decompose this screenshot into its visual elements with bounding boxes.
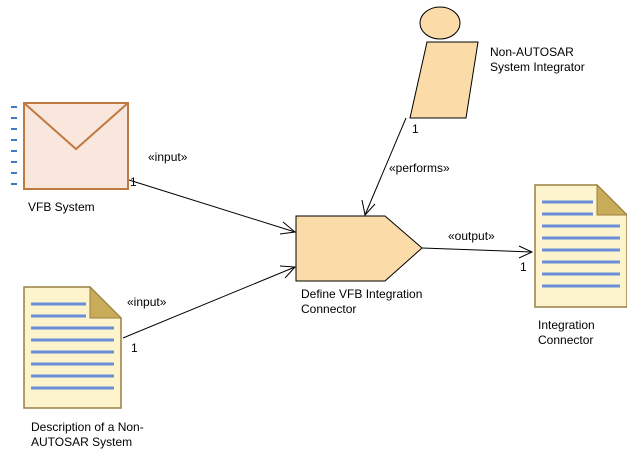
- edge-output-stereotype: «output»: [448, 229, 495, 243]
- edge-output: «output» 1: [421, 229, 534, 274]
- edge-output-line: [421, 247, 533, 253]
- edge-input-desc-arrowhead: [279, 265, 297, 279]
- edge-performs-arrowhead: [361, 199, 376, 217]
- integration-connector-label-line2: Connector: [538, 333, 593, 347]
- edge-input-desc-line: [122, 266, 296, 339]
- edge-input-vfb-line: [128, 179, 296, 233]
- edge-output-multiplicity: 1: [520, 260, 527, 274]
- vfb-system-node[interactable]: VFB System: [11, 102, 129, 214]
- role-head-icon: [419, 6, 461, 40]
- edge-performs: «performs» 1: [361, 117, 450, 217]
- document-fold: [89, 285, 123, 319]
- document-lines: [542, 200, 620, 288]
- role-body-icon: [409, 41, 479, 119]
- edge-input-vfb-arrowhead: [279, 221, 297, 235]
- edge-input-desc: «input» 1: [122, 265, 297, 355]
- task-label-line1: Define VFB Integration: [301, 287, 422, 301]
- edge-performs-line: [364, 117, 407, 216]
- integrator-node[interactable]: Non-AUTOSAR System Integrator: [409, 6, 585, 119]
- description-doc-label-line2: AUTOSAR System: [31, 435, 132, 449]
- integrator-label-line2: System Integrator: [490, 60, 585, 74]
- edge-input-vfb-stereotype: «input»: [148, 150, 188, 164]
- edge-input-desc-stereotype: «input»: [127, 295, 167, 309]
- edge-output-arrowhead: [518, 245, 534, 259]
- edge-input-vfb-multiplicity: 1: [130, 175, 137, 189]
- edge-performs-multiplicity: 1: [412, 122, 419, 136]
- task-node[interactable]: Define VFB Integration Connector: [295, 215, 423, 316]
- vfb-system-label: VFB System: [28, 200, 95, 214]
- document-fold: [596, 183, 627, 216]
- envelope-ticks: [11, 106, 17, 185]
- task-shape: [295, 215, 423, 282]
- integration-connector-label-line1: Integration: [538, 318, 595, 332]
- integrator-label-line1: Non-AUTOSAR: [490, 45, 574, 59]
- task-label-line2: Connector: [301, 302, 356, 316]
- edge-input-desc-multiplicity: 1: [131, 341, 138, 355]
- description-doc-label-line1: Description of a Non-: [31, 420, 144, 434]
- envelope-flap: [23, 102, 129, 151]
- edge-input-vfb: «input» 1: [128, 150, 297, 235]
- integration-connector-node[interactable]: Integration Connector: [534, 183, 627, 347]
- description-doc-node[interactable]: Description of a Non- AUTOSAR System: [23, 285, 144, 449]
- document-lines: [31, 302, 114, 390]
- edge-performs-stereotype: «performs»: [389, 161, 450, 175]
